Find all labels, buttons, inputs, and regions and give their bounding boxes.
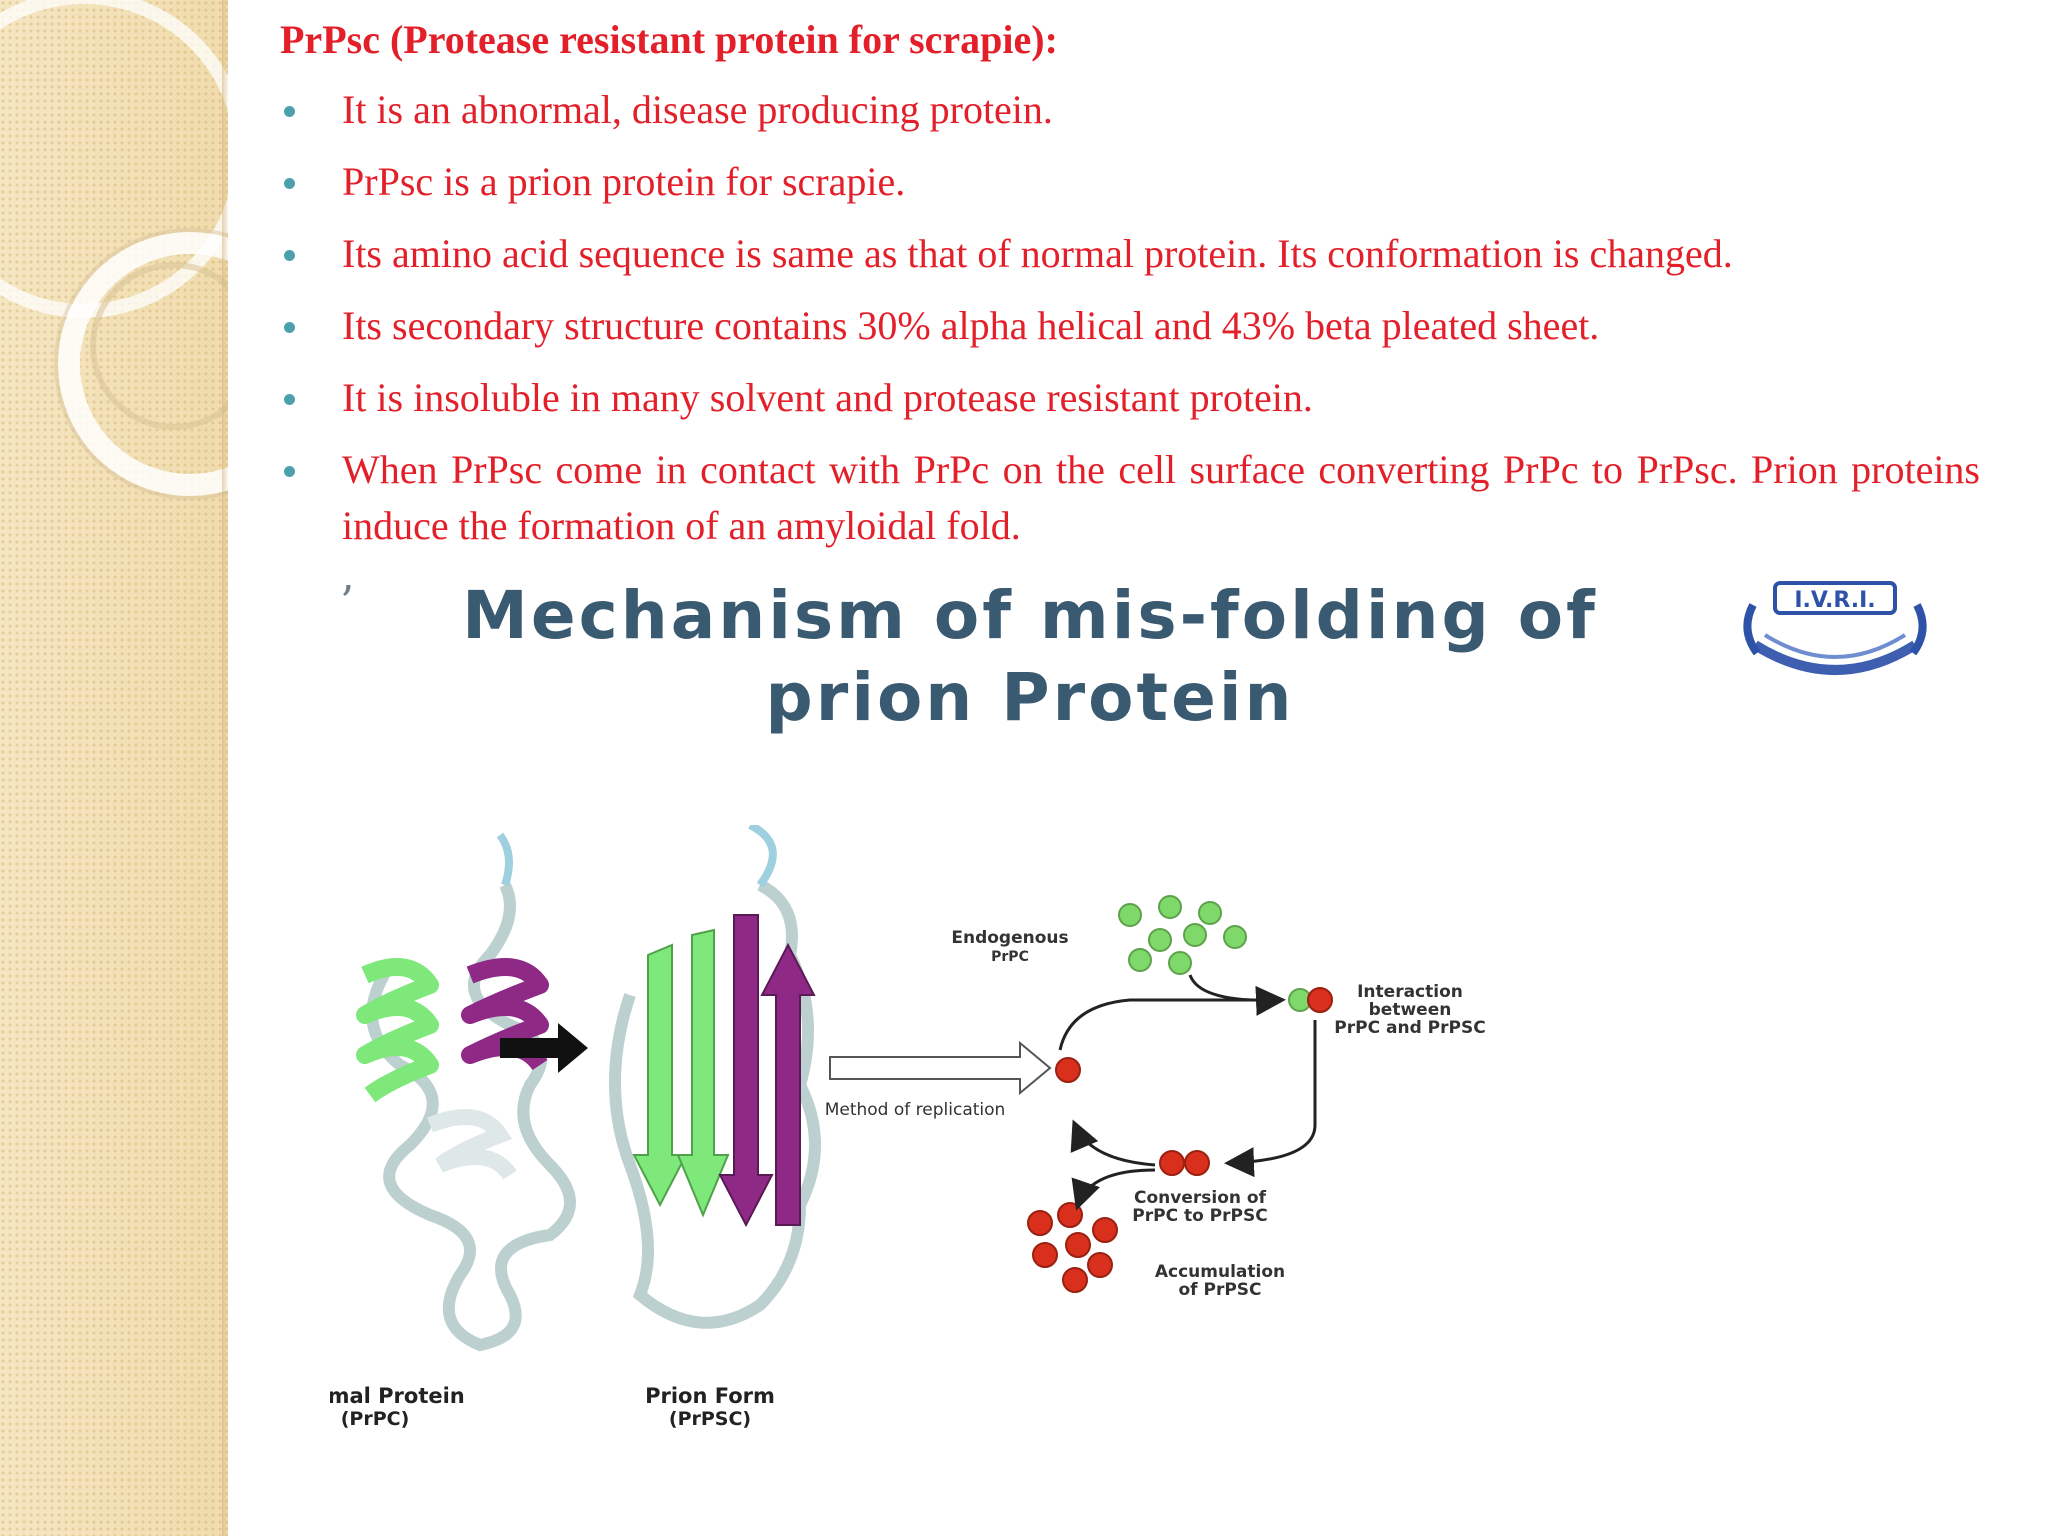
method-of-replication-label: Method of replication [825, 1100, 1006, 1120]
quote-mark-icon: ’ [340, 577, 354, 628]
bullet-item: PrPsc is a prion protein for scrapie. [280, 154, 1980, 210]
endogenous-sublabel: PrPC [991, 949, 1029, 965]
white-arrow-icon [829, 1040, 1052, 1096]
conversion-label-line-1: Conversion of [1134, 1188, 1267, 1208]
bullet-item: It is insoluble in many solvent and prot… [280, 370, 1980, 426]
replication-cycle [1027, 895, 1333, 1293]
bullet-dot-icon [284, 466, 295, 477]
endogenous-label: Endogenous [951, 928, 1068, 948]
figure-title-line-1: Mechanism of mis-folding of [462, 577, 1598, 654]
bullet-item: Its amino acid sequence is same as that … [280, 226, 1980, 282]
figure-title-line-2: prion Protein [765, 659, 1295, 736]
prion-form-label: Prion Form [645, 1384, 775, 1408]
band-edge [222, 0, 228, 1536]
bullet-text: When PrPsc come in contact with PrPc on … [342, 447, 1980, 548]
bullet-dot-icon [284, 322, 295, 333]
interaction-label-line-2: between [1369, 1000, 1452, 1020]
bullet-text: Its amino acid sequence is same as that … [342, 231, 1733, 276]
slide-heading: PrPsc (Protease resistant protein for sc… [280, 17, 1058, 62]
decorative-ring [90, 262, 228, 430]
normal-protein-label: Normal Protein [330, 1384, 465, 1408]
prion-form-sublabel: (PrPSC) [669, 1408, 751, 1430]
bullet-text: Its secondary structure contains 30% alp… [342, 303, 1600, 348]
decorative-side-band [0, 0, 228, 1536]
prion-form-structure [609, 825, 821, 1329]
conversion-label-line-2: PrPC to PrPSC [1132, 1206, 1267, 1226]
normal-protein-structure [356, 832, 576, 1352]
bullet-item: When PrPsc come in contact with PrPc on … [280, 442, 1980, 554]
bullet-dot-icon [284, 106, 295, 117]
interaction-label-line-3: PrPC and PrPSC [1334, 1018, 1485, 1038]
accumulation-label-line-1: Accumulation [1155, 1262, 1285, 1282]
bullet-dot-icon [284, 250, 295, 261]
logo-text: I.V.R.I. [1794, 588, 1875, 613]
bullet-dot-icon [284, 394, 295, 405]
prion-misfolding-figure: ’ Mechanism of mis-folding of prion Prot… [330, 575, 1960, 1475]
accumulation-label-line-2: of PrPSC [1178, 1280, 1261, 1300]
bullet-text: It is insoluble in many solvent and prot… [342, 375, 1313, 420]
bullet-item: Its secondary structure contains 30% alp… [280, 298, 1980, 354]
normal-protein-sublabel: (PrPC) [341, 1408, 410, 1430]
interaction-label-line-1: Interaction [1357, 982, 1463, 1002]
figure-title: Mechanism of mis-folding of prion Protei… [330, 575, 1730, 739]
bullet-text: It is an abnormal, disease producing pro… [342, 87, 1053, 132]
black-arrow-icon [500, 1023, 588, 1073]
bullet-item: It is an abnormal, disease producing pro… [280, 82, 1980, 138]
bullet-text: PrPsc is a prion protein for scrapie. [342, 159, 906, 204]
ivri-logo-icon: I.V.R.I. [1743, 581, 1927, 675]
misfolding-diagram: Normal Protein (PrPC) Prion Form (PrPSC)… [330, 825, 1486, 1430]
bullet-dot-icon [284, 178, 295, 189]
bullet-list: It is an abnormal, disease producing pro… [280, 82, 1980, 570]
